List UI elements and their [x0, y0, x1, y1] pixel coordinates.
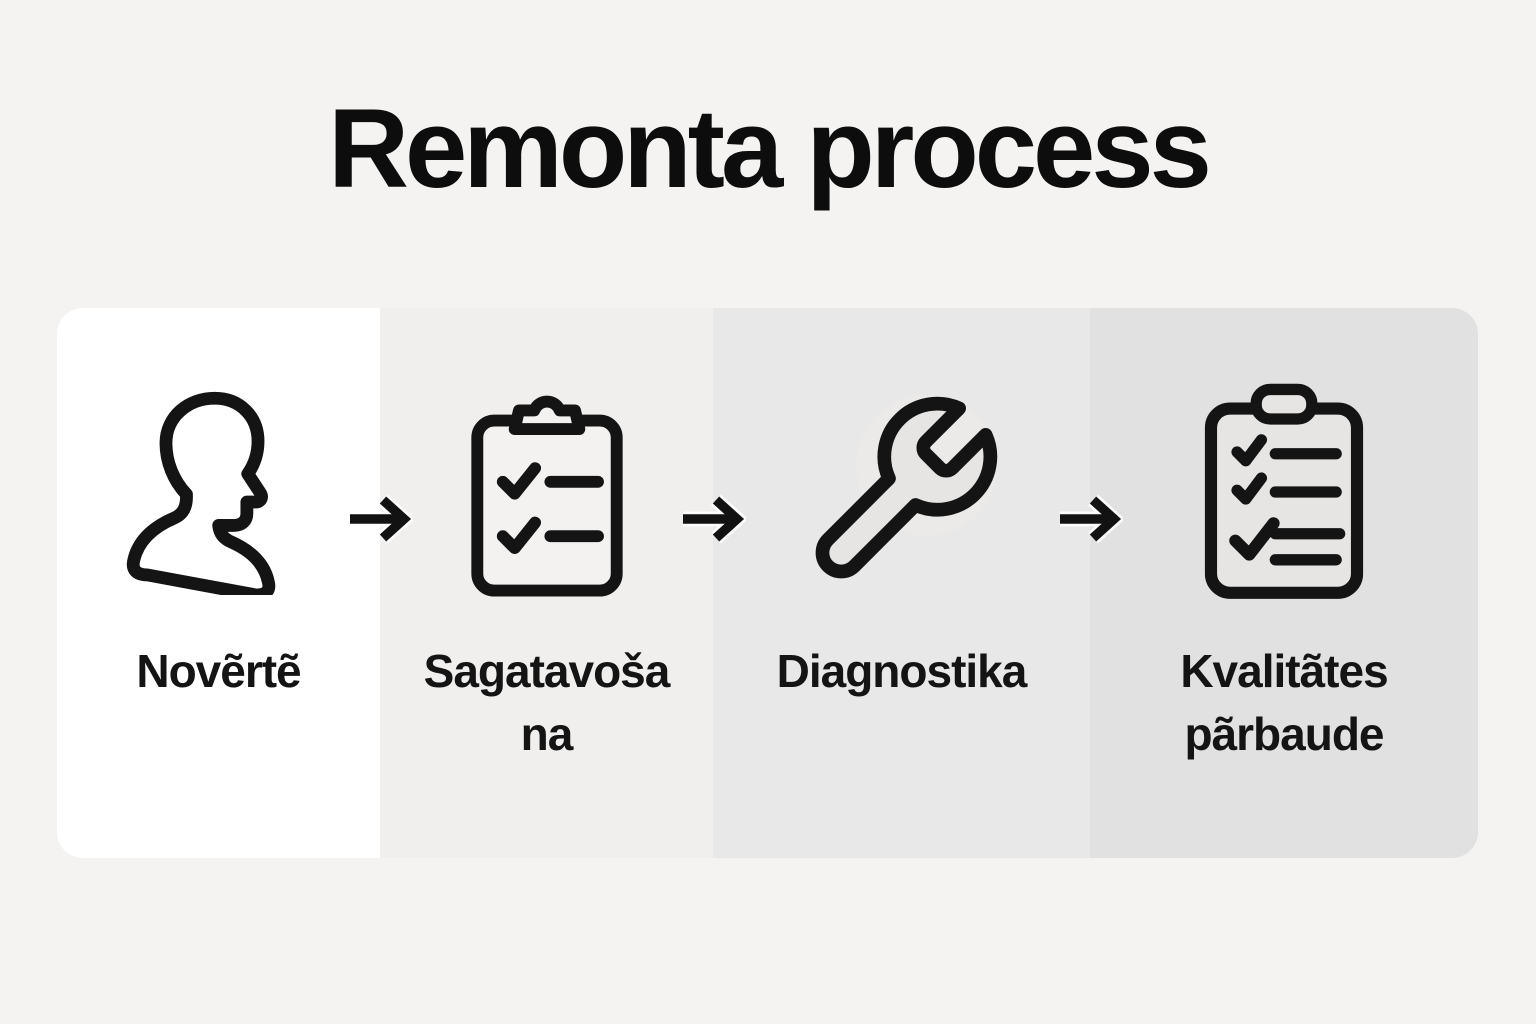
arrow-right-icon: [683, 494, 746, 544]
step-label-noverte: Novẽrtẽ: [136, 645, 301, 697]
arrow-right-icon: [1060, 494, 1123, 544]
step-panel-diagnostika: Diagnostika: [713, 308, 1090, 858]
checklist-report-icon: [1195, 376, 1373, 608]
step-label-kvalitates-parbaude: Kvalitãtes pãrbaude: [1180, 645, 1388, 761]
step-label-sagatavosana: Sagatavoša na: [423, 645, 671, 761]
arrow-right-icon: [350, 494, 413, 544]
wrench-icon: [796, 376, 1008, 608]
clipboard-checklist-icon: [462, 376, 632, 608]
step-label-diagnostika: Diagnostika: [776, 645, 1028, 697]
person-profile-icon: [116, 376, 321, 608]
process-band: Novẽrtẽ Sagatavoša na: [57, 308, 1478, 858]
step-panel-sagatavosana: Sagatavoša na: [380, 308, 713, 858]
page-title: Remonta process: [328, 86, 1212, 211]
step-panel-kvalitates-parbaude: Kvalitãtes pãrbaude: [1090, 308, 1478, 858]
step-panel-noverte: Novẽrtẽ: [57, 308, 380, 858]
